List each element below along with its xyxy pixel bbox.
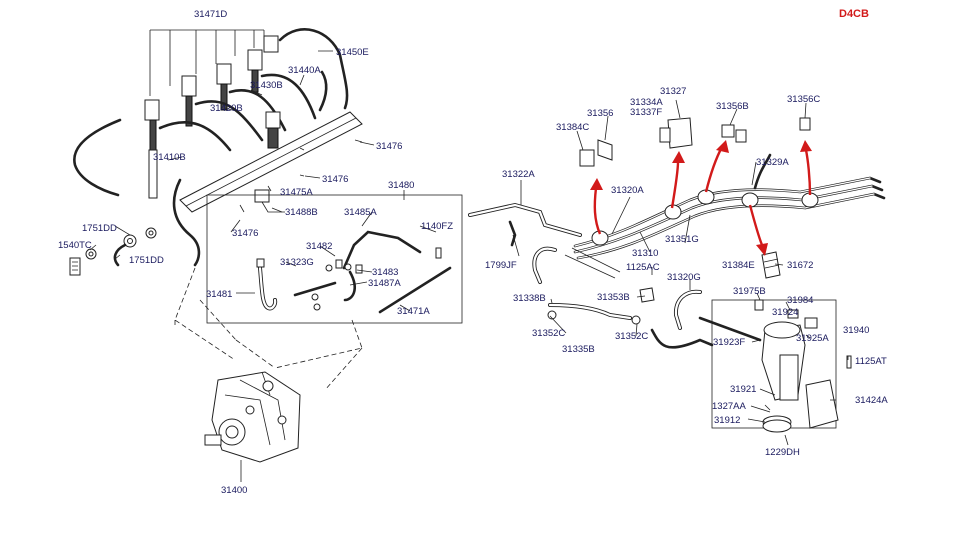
injector-2 bbox=[181, 75, 197, 127]
hose-31335b bbox=[547, 303, 641, 325]
label-31923f: 31923F bbox=[713, 337, 745, 348]
label-31430b: 31430B bbox=[250, 80, 283, 91]
label-31924: 31924 bbox=[772, 307, 798, 318]
label-1125at: 1125AT bbox=[855, 356, 887, 367]
label-31384e: 31384E bbox=[722, 260, 755, 271]
label-31322a: 31322A bbox=[502, 169, 535, 180]
label-31471a: 31471A bbox=[397, 306, 430, 317]
label-31334a: 31334A bbox=[630, 97, 663, 108]
label-1799jf: 1799JF bbox=[485, 260, 517, 271]
kit-31480-box bbox=[206, 194, 463, 324]
label-31420b: 31420B bbox=[210, 103, 243, 114]
label-31975b: 31975B bbox=[733, 286, 766, 297]
kit-31480-parts bbox=[256, 230, 452, 314]
label-31471d: 31471D bbox=[194, 9, 227, 20]
label-31475a: 31475A bbox=[280, 187, 313, 198]
label-1229dh: 1229DH bbox=[765, 447, 800, 458]
dashed-connectors bbox=[174, 267, 363, 391]
label-31400: 31400 bbox=[221, 485, 247, 496]
fuel-filter bbox=[754, 299, 852, 446]
label-31984: 31984 bbox=[787, 295, 813, 306]
label-31480: 31480 bbox=[388, 180, 414, 191]
label-1751dd-b: 1751DD bbox=[129, 255, 164, 266]
label-31352c-b: 31352C bbox=[615, 331, 648, 342]
hose-31320g bbox=[650, 289, 762, 349]
label-31485a: 31485A bbox=[344, 207, 377, 218]
label-31921: 31921 bbox=[730, 384, 756, 395]
label-31337f: 31337F bbox=[630, 107, 662, 118]
fuel-pump bbox=[204, 371, 301, 482]
label-31310: 31310 bbox=[632, 248, 658, 259]
injector-1 bbox=[144, 99, 160, 199]
label-31482: 31482 bbox=[306, 241, 332, 252]
label-1751dd-a: 1751DD bbox=[82, 223, 117, 234]
label-31488b: 31488B bbox=[285, 207, 318, 218]
label-31672: 31672 bbox=[787, 260, 813, 271]
label-31320g: 31320G bbox=[667, 272, 701, 283]
label-31476-a: 31476 bbox=[376, 141, 402, 152]
label-31410b: 31410B bbox=[153, 152, 186, 163]
label-1540tc: 1540TC bbox=[58, 240, 92, 251]
leader-lines bbox=[512, 99, 849, 423]
label-31356: 31356 bbox=[587, 108, 613, 119]
label-31323g: 31323G bbox=[280, 257, 314, 268]
label-1125ac: 1125AC bbox=[626, 262, 660, 273]
diagram-code: D4CB bbox=[839, 8, 869, 20]
label-31481: 31481 bbox=[206, 289, 232, 300]
part-labels: 31471D 31450E 31440A 31430B 31420B 31476… bbox=[58, 9, 888, 496]
label-31450e: 31450E bbox=[336, 47, 369, 58]
hose-31338b bbox=[532, 246, 557, 284]
label-31356c: 31356C bbox=[787, 94, 820, 105]
label-31940: 31940 bbox=[843, 325, 869, 336]
label-31320a: 31320A bbox=[611, 185, 644, 196]
clips-and-brackets bbox=[579, 117, 811, 303]
label-31329a: 31329A bbox=[756, 157, 789, 168]
label-31925a: 31925A bbox=[796, 333, 829, 344]
label-31476-b: 31476 bbox=[322, 174, 348, 185]
leader-lines-left bbox=[89, 50, 437, 312]
label-31424a: 31424A bbox=[855, 395, 888, 406]
label-1140fz: 1140FZ bbox=[421, 221, 453, 232]
label-31352c-a: 31352C bbox=[532, 328, 565, 339]
injector-3 bbox=[216, 63, 232, 111]
label-31338b: 31338B bbox=[513, 293, 546, 304]
common-rail bbox=[179, 111, 363, 213]
label-31483: 31483 bbox=[372, 267, 398, 278]
label-31440a: 31440A bbox=[288, 65, 321, 76]
label-31912: 31912 bbox=[714, 415, 740, 426]
label-31335b: 31335B bbox=[562, 344, 595, 355]
label-31487a: 31487A bbox=[368, 278, 401, 289]
label-31353b: 31353B bbox=[597, 292, 630, 303]
label-31327: 31327 bbox=[660, 86, 686, 97]
label-1327aa: 1327AA bbox=[712, 401, 746, 412]
seal-and-bolt-parts bbox=[69, 227, 157, 276]
hose-31322a bbox=[468, 202, 582, 247]
label-31351g: 31351G bbox=[665, 234, 699, 245]
label-31384c: 31384C bbox=[556, 122, 589, 133]
label-31356b: 31356B bbox=[716, 101, 749, 112]
red-arrows bbox=[590, 140, 812, 256]
label-31476-c: 31476 bbox=[232, 228, 258, 239]
